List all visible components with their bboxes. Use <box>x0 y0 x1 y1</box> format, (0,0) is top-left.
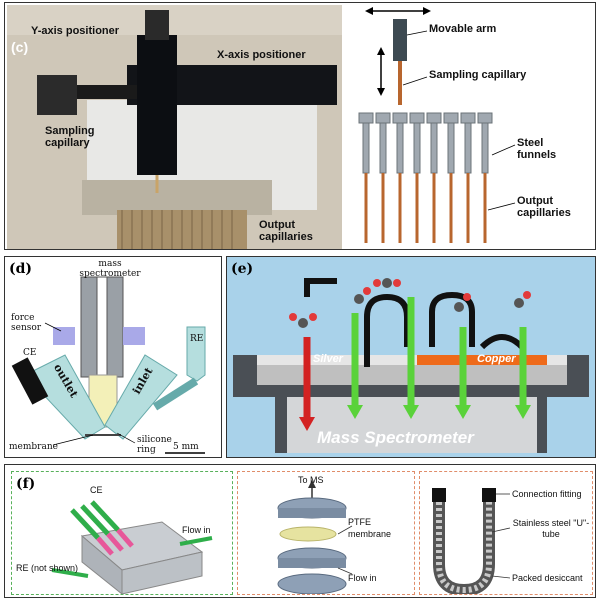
output-capillaries-label: Output capillaries <box>259 219 313 243</box>
positioner-photo <box>7 5 342 249</box>
cell-assembly-subpanel: (f) CE Flow in RE (not shown) <box>11 471 233 595</box>
copper-label: Copper <box>477 353 516 365</box>
panel-d-tag: (d) <box>9 261 33 277</box>
flow-in-label-2: Flow in <box>348 573 377 583</box>
y-axis-label: Y-axis positioner <box>31 25 120 37</box>
sampling-capillary-label: Sampling capillary <box>45 125 95 149</box>
re-not-shown-label: RE (not shown) <box>16 563 79 573</box>
x-axis-label: X-axis positioner <box>217 49 306 61</box>
membrane-stack <box>277 480 353 594</box>
re-label: RE <box>190 334 204 344</box>
silver-label: Silver <box>313 353 343 365</box>
u-tube <box>432 488 511 594</box>
cell-assembly <box>51 500 213 594</box>
funnel-row <box>358 112 493 243</box>
sampling-capillary-right-label: Sampling capillary <box>429 69 527 81</box>
funnel-schematic <box>343 5 593 249</box>
to-ms-label: To MS <box>298 475 324 485</box>
movable-arm-label: Movable arm <box>429 23 497 35</box>
panel-c-tag: (c) <box>11 39 29 55</box>
connection-fitting-label: Connection fitting <box>512 489 582 499</box>
mass-spectrometer-label: mass spectrometer <box>79 259 141 279</box>
membrane-stack-subpanel: To MS PTFE membrane Flow in <box>237 471 415 595</box>
u-tube-label: Stainless steel "U"-tube <box>512 518 590 539</box>
ce-label-f: CE <box>90 485 103 495</box>
packed-desiccant-label: Packed desiccant <box>512 573 583 583</box>
output-capillaries-right-label: Output capillaries <box>517 195 571 219</box>
silicone-ring-label: silicone ring <box>137 435 172 455</box>
cell-cross-section <box>11 276 206 454</box>
steel-funnels-label: Steel funnels <box>517 137 557 161</box>
catalysis-diagram <box>233 278 589 453</box>
ce-label: CE <box>23 348 37 358</box>
scale-bar-label: 5 mm <box>173 442 199 452</box>
panel-c: (c) Y-axis positioner X-axis positioner … <box>4 2 596 250</box>
force-sensor-label: force sensor <box>11 313 42 333</box>
panel-e-tag: (e) <box>231 261 254 277</box>
mass-spectrometer-label: Mass Spectrometer <box>317 428 474 447</box>
panel-e: (e) Silver Copper Mass Spectrometer <box>226 256 596 458</box>
u-tube-subpanel: Connection fitting Stainless steel "U"-t… <box>419 471 593 595</box>
panel-f: (f) CE Flow in RE (not shown) To MS PTFE… <box>4 464 596 598</box>
panel-d: (d) mass spectrometer force sensor CE RE… <box>4 256 222 458</box>
ptfe-membrane-label: PTFE membrane <box>348 517 392 539</box>
membrane-label: membrane <box>9 442 58 452</box>
flow-in-label-1: Flow in <box>182 525 211 535</box>
panel-f-tag: (f) <box>16 476 36 492</box>
